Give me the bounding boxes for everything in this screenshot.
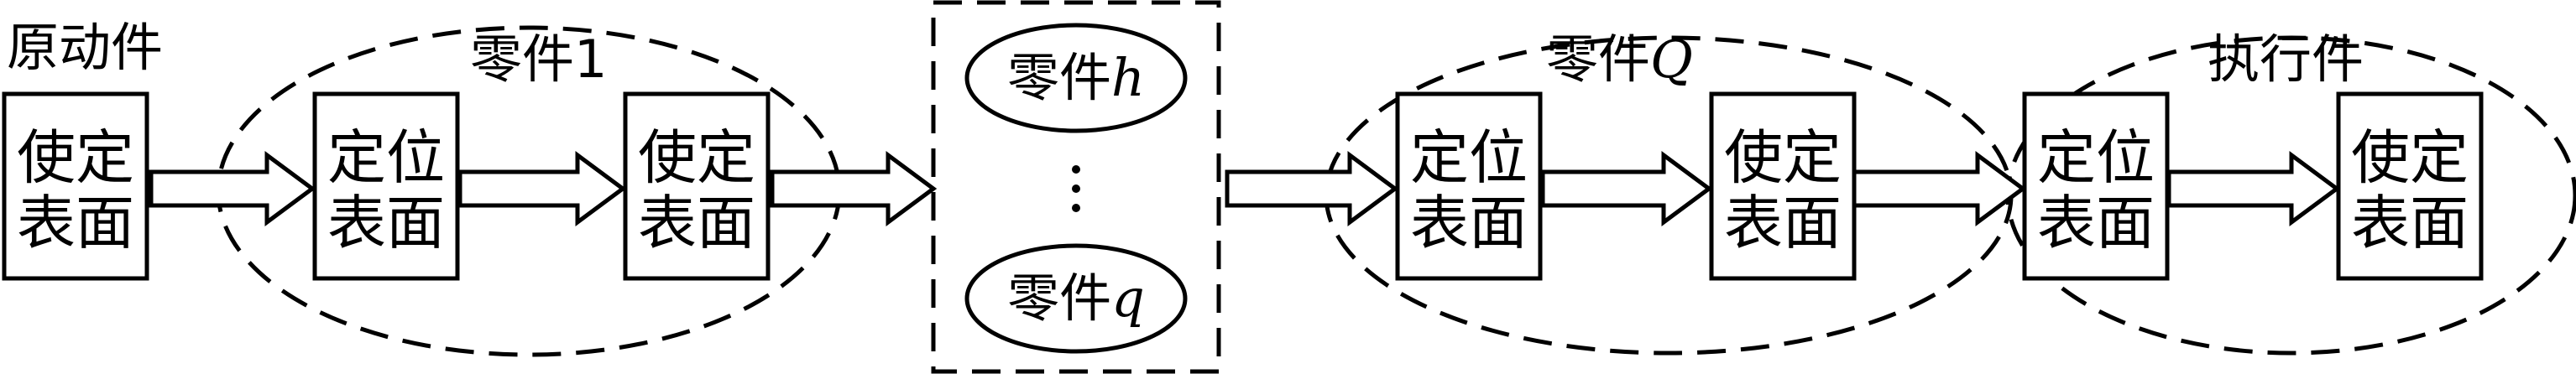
part-q-node: 零件q xyxy=(964,243,1188,354)
part1-locating-surface-box: 定位 表面 xyxy=(312,91,460,281)
part-h-var: h xyxy=(1111,47,1145,108)
arrow-partQ-to-executor xyxy=(1851,151,2027,226)
arrow-executor-internal xyxy=(2166,151,2341,226)
box-line-2: 表面 xyxy=(2351,189,2469,257)
box-line-2: 表面 xyxy=(638,189,755,257)
box-line-2: 表面 xyxy=(1410,189,1528,257)
executor-label: 执行件 xyxy=(2208,29,2364,90)
arrow-middle-to-partQ xyxy=(1225,151,1399,226)
part-q-var: q xyxy=(1111,268,1145,329)
arrow-source-to-part1 xyxy=(149,151,316,226)
source-part-label: 原动件 xyxy=(7,17,163,78)
partQ-label: 零件Q xyxy=(1546,29,1693,90)
intermediate-parts-frame xyxy=(931,0,1221,374)
partQ-var: Q xyxy=(1650,29,1693,90)
box-line-1: 定位 xyxy=(1410,123,1528,192)
partQ-locating-surface-box: 定位 表面 xyxy=(1395,91,1543,281)
box-line-1: 使定 xyxy=(638,123,755,192)
box-line-2: 表面 xyxy=(327,189,445,257)
partQ-make-surface-box: 使定 表面 xyxy=(1709,91,1857,281)
svg-text:零件q: 零件q xyxy=(1007,268,1145,329)
arrow-part1-to-middle xyxy=(770,151,938,226)
box-line-2: 表面 xyxy=(2037,189,2155,257)
arrow-part1-internal xyxy=(457,151,627,226)
part1-make-surface-box: 使定 表面 xyxy=(623,91,771,281)
executor-make-surface-box: 使定 表面 xyxy=(2336,91,2484,281)
box-line-2: 表面 xyxy=(1724,189,1842,257)
partQ-prefix: 零件 xyxy=(1546,29,1650,90)
part-q-prefix: 零件 xyxy=(1007,268,1111,329)
part-h-prefix: 零件 xyxy=(1007,47,1111,108)
arrow-partQ-internal xyxy=(1540,151,1713,226)
box-line-1: 定位 xyxy=(327,123,445,192)
box-line-1: 使定 xyxy=(1724,123,1842,192)
source-make-surface-box: 使定 表面 xyxy=(2,91,149,281)
part1-label: 零件1 xyxy=(470,29,607,90)
box-line-1: 定位 xyxy=(2037,123,2155,192)
box-line-1: 使定 xyxy=(2351,123,2469,192)
box-line-2: 表面 xyxy=(17,189,134,257)
part-h-node: 零件h xyxy=(964,23,1188,133)
box-line-1: 使定 xyxy=(17,123,134,192)
executor-locating-surface-box: 定位 表面 xyxy=(2022,91,2170,281)
svg-text:零件h: 零件h xyxy=(1007,47,1145,108)
vertical-ellipsis-icon xyxy=(1072,165,1080,212)
